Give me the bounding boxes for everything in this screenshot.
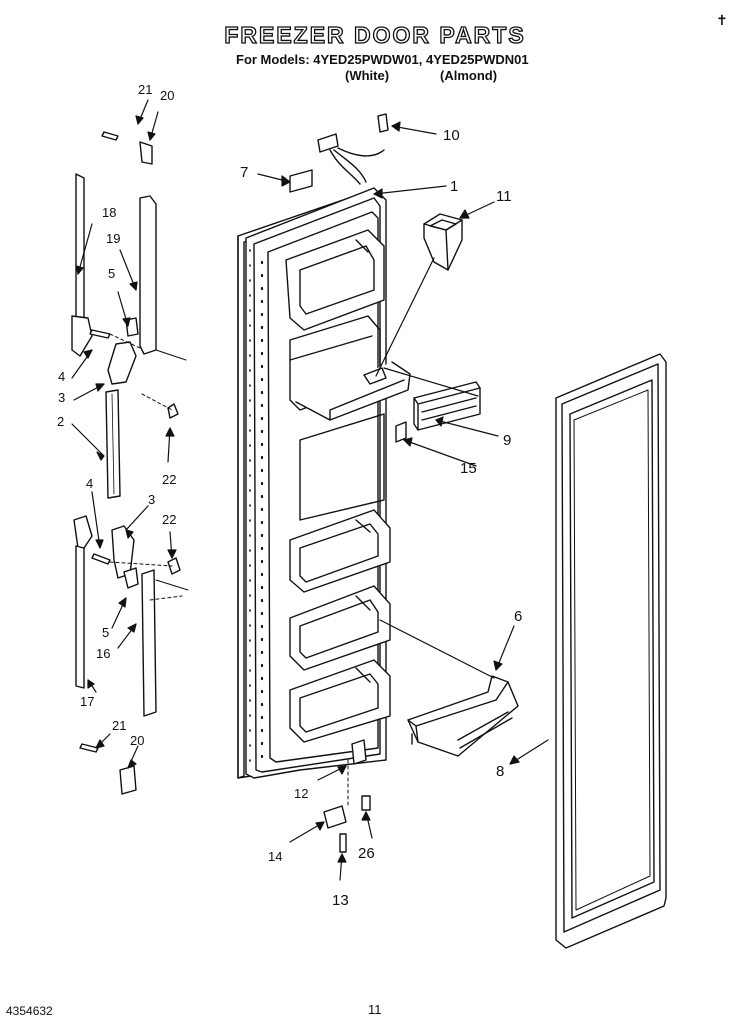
model-note-white: (White) — [345, 68, 390, 83]
callout-5-upper: 5 — [108, 266, 115, 281]
callout-4-upper: 4 — [58, 369, 65, 384]
callout-26: 26 — [358, 845, 375, 862]
callout-labels: 1 2 3 3 4 4 5 5 6 7 8 9 10 11 12 13 14 1… — [57, 82, 522, 909]
models-line: For Models: 4YED25PWDW01, 4YED25PWDN01 — [236, 52, 529, 67]
page-number: 11 — [368, 1002, 382, 1017]
door-gasket-part — [555, 353, 667, 949]
callout-3-lower: 3 — [148, 492, 155, 507]
callout-8: 8 — [496, 763, 504, 780]
callout-21-top: 21 — [138, 82, 152, 97]
retainer-bar-part — [395, 381, 481, 443]
dispenser-chute-part — [423, 213, 463, 271]
page-title: FREEZER DOOR PARTS — [224, 21, 526, 48]
callout-12: 12 — [294, 786, 308, 801]
callout-10: 10 — [443, 127, 460, 144]
callout-21-bottom: 21 — [112, 718, 126, 733]
callout-2: 2 — [57, 414, 64, 429]
callout-18: 18 — [102, 205, 116, 220]
callout-6: 6 — [514, 608, 522, 625]
callout-17: 17 — [80, 694, 94, 709]
callout-16: 16 — [96, 646, 110, 661]
callout-20-top: 20 — [160, 88, 174, 103]
callout-22-lower: 22 — [162, 512, 176, 527]
callout-22-upper: 22 — [162, 472, 176, 487]
callout-15: 15 — [460, 460, 477, 477]
callout-7: 7 — [240, 164, 248, 181]
callout-5-lower: 5 — [102, 625, 109, 640]
bottom-hardware — [323, 759, 371, 853]
door-assembly — [237, 133, 411, 779]
callout-14: 14 — [268, 849, 282, 864]
corner-mark: ✝ — [716, 12, 728, 28]
door-shelf-bin-part — [407, 675, 519, 757]
model-note-almond: (Almond) — [440, 68, 498, 83]
callout-1: 1 — [450, 178, 458, 195]
callout-20-bottom: 20 — [130, 733, 144, 748]
callout-3-upper: 3 — [58, 390, 65, 405]
callout-9: 9 — [503, 432, 511, 449]
callout-4-lower: 4 — [86, 476, 93, 491]
callout-11: 11 — [496, 188, 512, 205]
handle-parts — [71, 131, 189, 795]
callout-19: 19 — [106, 231, 120, 246]
callout-13: 13 — [332, 892, 349, 909]
leader-lines — [71, 99, 549, 881]
document-code: 4354632 — [6, 1004, 53, 1018]
